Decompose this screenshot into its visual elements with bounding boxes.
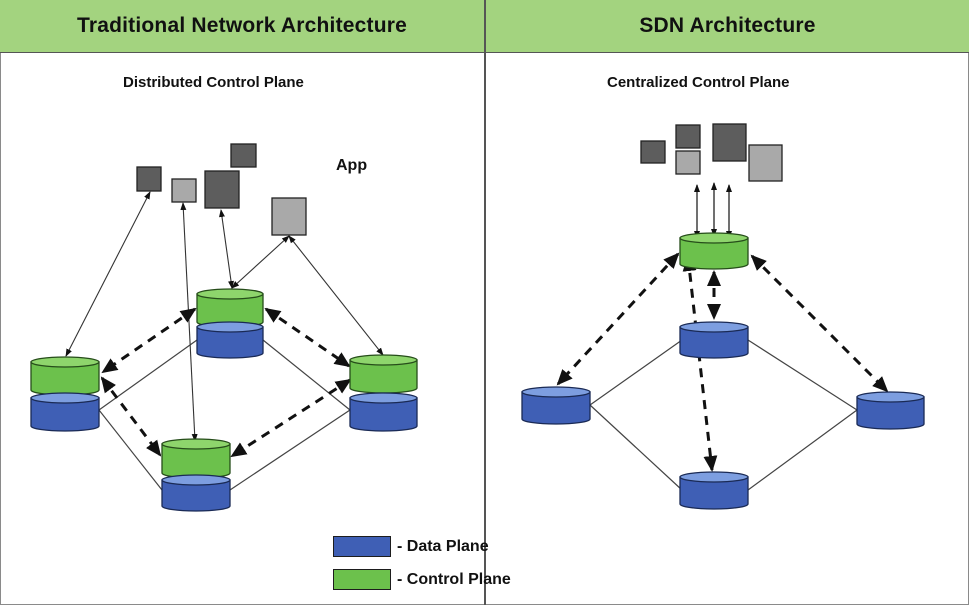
legend-swatch-control-plane bbox=[333, 569, 391, 590]
ctrl-link-top-left bbox=[101, 307, 197, 374]
app-box bbox=[675, 150, 701, 175]
data-plane-node-right bbox=[349, 392, 418, 432]
panel-divider bbox=[484, 0, 486, 605]
app-link-2 bbox=[180, 202, 198, 442]
legend-data-plane: - Data Plane bbox=[333, 536, 489, 557]
app-box bbox=[675, 124, 701, 149]
data-plane-node-left bbox=[30, 392, 100, 432]
left-apps bbox=[136, 143, 307, 236]
app-box bbox=[204, 170, 240, 209]
data-plane-node-top bbox=[196, 321, 264, 359]
app-link-3 bbox=[219, 209, 234, 289]
right-apps bbox=[640, 123, 783, 182]
link-left-top bbox=[98, 339, 198, 411]
sdn-switch-top bbox=[679, 321, 749, 359]
sdn-controller bbox=[679, 232, 749, 270]
sdn-link-left-bottom bbox=[589, 404, 683, 491]
sdn-link-right-bottom bbox=[747, 409, 858, 491]
right-app-links bbox=[694, 182, 732, 239]
app-box bbox=[136, 166, 162, 192]
sdn-switch-right bbox=[856, 391, 925, 430]
sdn-switch-bottom bbox=[679, 471, 749, 510]
link-top-right bbox=[262, 339, 351, 411]
app-box bbox=[171, 178, 197, 203]
data-plane-node-bottom bbox=[161, 474, 231, 512]
app-box bbox=[640, 140, 666, 164]
legend-label-data-plane: - Data Plane bbox=[397, 537, 489, 555]
sdn-ctrl-link-right bbox=[750, 254, 889, 393]
left-app-links bbox=[65, 191, 384, 442]
app-box bbox=[748, 144, 783, 182]
sdn-switch-left bbox=[521, 386, 591, 425]
app-box bbox=[230, 143, 257, 168]
header-traditional: Traditional Network Architecture bbox=[0, 0, 484, 53]
subtitle-centralized: Centralized Control Plane bbox=[607, 74, 790, 91]
control-plane-node-right bbox=[349, 354, 418, 394]
control-plane-node-top bbox=[196, 288, 264, 328]
app-box bbox=[271, 197, 307, 236]
control-plane-node-left bbox=[30, 356, 100, 396]
subtitle-distributed: Distributed Control Plane bbox=[123, 74, 304, 91]
link-right-bottom bbox=[229, 409, 351, 491]
app-link-4 bbox=[231, 235, 290, 289]
app-link-5 bbox=[288, 235, 384, 356]
ctrl-link-right-bottom bbox=[230, 378, 352, 458]
app-label: App bbox=[336, 157, 368, 174]
ctrl-link-left-bottom bbox=[100, 376, 162, 457]
sdn-ctrl-link-left bbox=[556, 252, 680, 386]
ctrl-link-top-right bbox=[264, 307, 351, 368]
app-link-1 bbox=[65, 191, 151, 357]
legend-control-plane: - Control Plane bbox=[333, 569, 511, 590]
right-control-links bbox=[556, 252, 889, 472]
app-box bbox=[712, 123, 747, 162]
link-left-bottom bbox=[98, 409, 163, 491]
legend-label-control-plane: - Control Plane bbox=[397, 570, 511, 588]
legend-swatch-data-plane bbox=[333, 536, 391, 557]
left-control-links bbox=[100, 307, 352, 458]
header-sdn: SDN Architecture bbox=[486, 0, 969, 53]
sdn-link-top-right bbox=[747, 339, 858, 411]
sdn-ctrl-link-bottom bbox=[682, 255, 718, 472]
header-sdn-title: SDN Architecture bbox=[639, 14, 816, 37]
header-traditional-title: Traditional Network Architecture bbox=[76, 14, 408, 37]
sdn-link-left-top bbox=[589, 339, 683, 406]
right-data-links bbox=[589, 339, 858, 491]
control-plane-node-bottom bbox=[161, 438, 231, 479]
